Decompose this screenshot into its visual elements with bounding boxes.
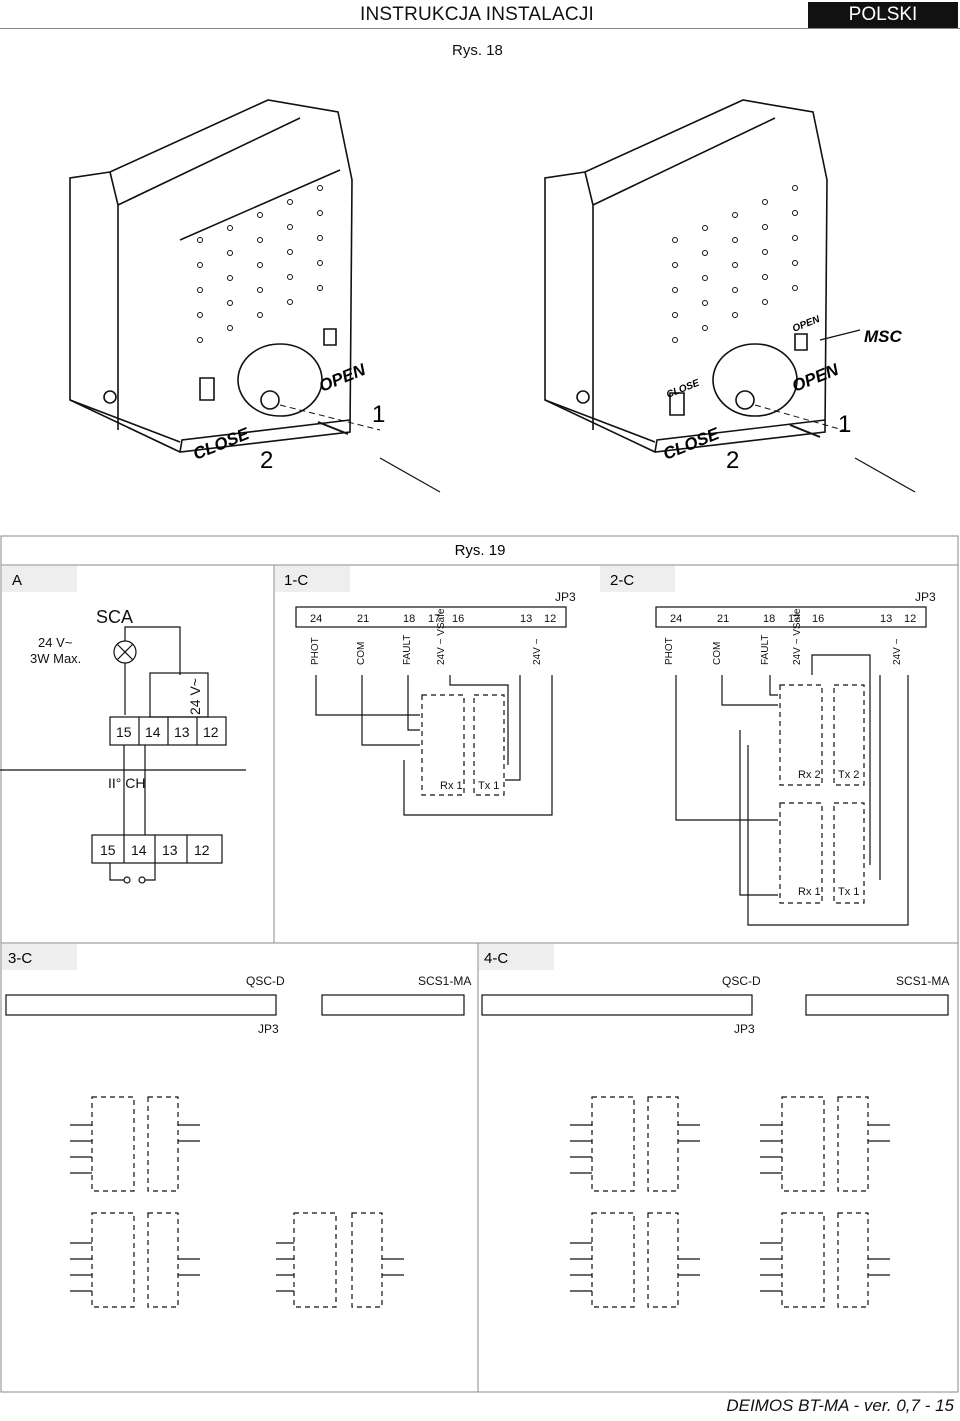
- board-terminal-14: 14: [145, 724, 161, 740]
- close-small-label: CLOSE: [665, 378, 701, 401]
- step-2-label: 2: [260, 447, 273, 474]
- board2-terminal-13: 13: [162, 842, 178, 858]
- panel-1c-diagram: JP3 24 21 18 17 16 13 12 PHOT COM FAULT …: [295, 590, 576, 816]
- panel-1c-t24: 24: [310, 613, 322, 625]
- panel-1c-t17: 17: [428, 613, 440, 625]
- open-label-right: OPEN: [789, 360, 841, 396]
- panel-2c-t16: 16: [812, 613, 824, 625]
- right-motor-housing: [544, 99, 916, 493]
- board2-terminal-15: 15: [100, 842, 116, 858]
- panel-1c-com: COM: [356, 642, 367, 665]
- step-2-label-right: 2: [726, 447, 739, 474]
- lamp-spec-voltage: 24 V~: [38, 635, 73, 650]
- board2-terminal-12: 12: [194, 842, 210, 858]
- close-label: CLOSE: [190, 424, 252, 464]
- panel-2c-rx-bottom: Rx 1: [798, 886, 821, 898]
- panel-2c-rx-top: Rx 2: [798, 769, 821, 781]
- panel-2c-t17: 17: [788, 613, 800, 625]
- step-1-label-right: 1: [838, 411, 851, 438]
- panel-3c-title: 3-C: [8, 950, 32, 967]
- panel-1c-rx: Rx 1: [440, 780, 463, 792]
- right-housing-labels: CLOSE OPEN CLOSE OPEN MSC 1 2: [660, 314, 902, 474]
- panel-3c-scs: SCS1-MA: [418, 974, 471, 988]
- panel-1c-t13: 13: [520, 613, 532, 625]
- panel-3c-diagram: QSC-D SCS1-MA JP3: [5, 974, 471, 1308]
- panel-2c-tx-top: Tx 2: [838, 769, 859, 781]
- open-small-label: OPEN: [791, 314, 822, 335]
- board2-terminal-14: 14: [131, 842, 147, 858]
- panel-4c-diagram: QSC-D SCS1-MA JP3: [481, 974, 949, 1308]
- panel-2c-fault: FAULT: [760, 635, 771, 665]
- supply-label: 24 V~: [187, 678, 203, 715]
- left-motor-housing: [69, 99, 441, 493]
- panel-1c-fault: FAULT: [402, 635, 413, 665]
- panel-2c-vsafe: 24V ~ VSafe: [792, 608, 803, 665]
- panel-1c-t12: 12: [544, 613, 556, 625]
- header-rule: [0, 28, 960, 29]
- panel-1c-t18: 18: [403, 613, 415, 625]
- panel-4c-scs: SCS1-MA: [896, 974, 949, 988]
- panel-a-diagram: SCA 24 V~ 3W Max. 24 V~ 15 14 13 12 II° …: [0, 607, 246, 884]
- figure-18-label: Rys. 18: [452, 42, 503, 59]
- panel-1c-t16: 16: [452, 613, 464, 625]
- panel-1c-vsafe: 24V ~ VSafe: [436, 608, 447, 665]
- msc-label: MSC: [864, 327, 903, 346]
- second-channel-label: II° CH: [108, 775, 146, 791]
- panel-2c-title: 2-C: [610, 572, 634, 589]
- lamp-spec-power: 3W Max.: [30, 651, 81, 666]
- language-badge: POLSKI: [808, 2, 958, 28]
- panel-2c-t13: 13: [880, 613, 892, 625]
- left-housing-labels: CLOSE OPEN 1 2: [190, 360, 385, 474]
- panel-1c-24v: 24V ~: [532, 638, 543, 665]
- step-1-label: 1: [372, 401, 385, 428]
- panel-2c-tx-bottom: Tx 1: [838, 886, 859, 898]
- page-header: INSTRUKCJA INSTALACJI POLSKI: [0, 0, 960, 30]
- panel-2c-t21: 21: [717, 613, 729, 625]
- panel-1c-tx: Tx 1: [478, 780, 499, 792]
- panel-3c-jp3: JP3: [258, 1022, 279, 1036]
- panel-4c-title: 4-C: [484, 950, 508, 967]
- panel-2c-t18: 18: [763, 613, 775, 625]
- vent-holes: [197, 185, 323, 343]
- panel-1c-title: 1-C: [284, 572, 308, 589]
- sca-label: SCA: [96, 607, 133, 627]
- panel-1c-t21: 21: [357, 613, 369, 625]
- panel-2c-t24: 24: [670, 613, 682, 625]
- panel-3c-qsc: QSC-D: [246, 974, 285, 988]
- panel-4c-qsc: QSC-D: [722, 974, 761, 988]
- header-title: INSTRUKCJA INSTALACJI: [360, 4, 594, 25]
- close-label-right: CLOSE: [660, 424, 722, 464]
- board-terminal-13: 13: [174, 724, 190, 740]
- panel-2c-jp3: JP3: [915, 590, 936, 604]
- panel-1c-phot: PHOT: [310, 637, 321, 665]
- panel-2c-com: COM: [712, 642, 723, 665]
- panel-4c-jp3: JP3: [734, 1022, 755, 1036]
- panel-2c-24v: 24V ~: [892, 638, 903, 665]
- figure-19-frame: Rys. 19 A 1-C 2-C 3-C 4-C SCA 24 V~ 3W M…: [0, 535, 959, 1393]
- panel-1c-jp3: JP3: [555, 590, 576, 604]
- panel-2c-diagram: JP3 24 21 18 17 16 13 12 PHOT COM FAULT …: [655, 590, 936, 926]
- vent-holes: [672, 185, 798, 343]
- panel-a-title: A: [12, 572, 22, 589]
- board-terminal-15: 15: [116, 724, 132, 740]
- page-footer: DEIMOS BT-MA - ver. 0,7 - 15: [726, 1396, 954, 1415]
- open-label: OPEN: [316, 360, 368, 396]
- figure-18-illustration: CLOSE OPEN 1 2 CLOSE OPEN CLOSE OPEN: [69, 99, 916, 493]
- panel-2c-phot: PHOT: [664, 637, 675, 665]
- figure-19-label: Rys. 19: [455, 542, 506, 559]
- board-terminal-12: 12: [203, 724, 219, 740]
- panel-2c-t12: 12: [904, 613, 916, 625]
